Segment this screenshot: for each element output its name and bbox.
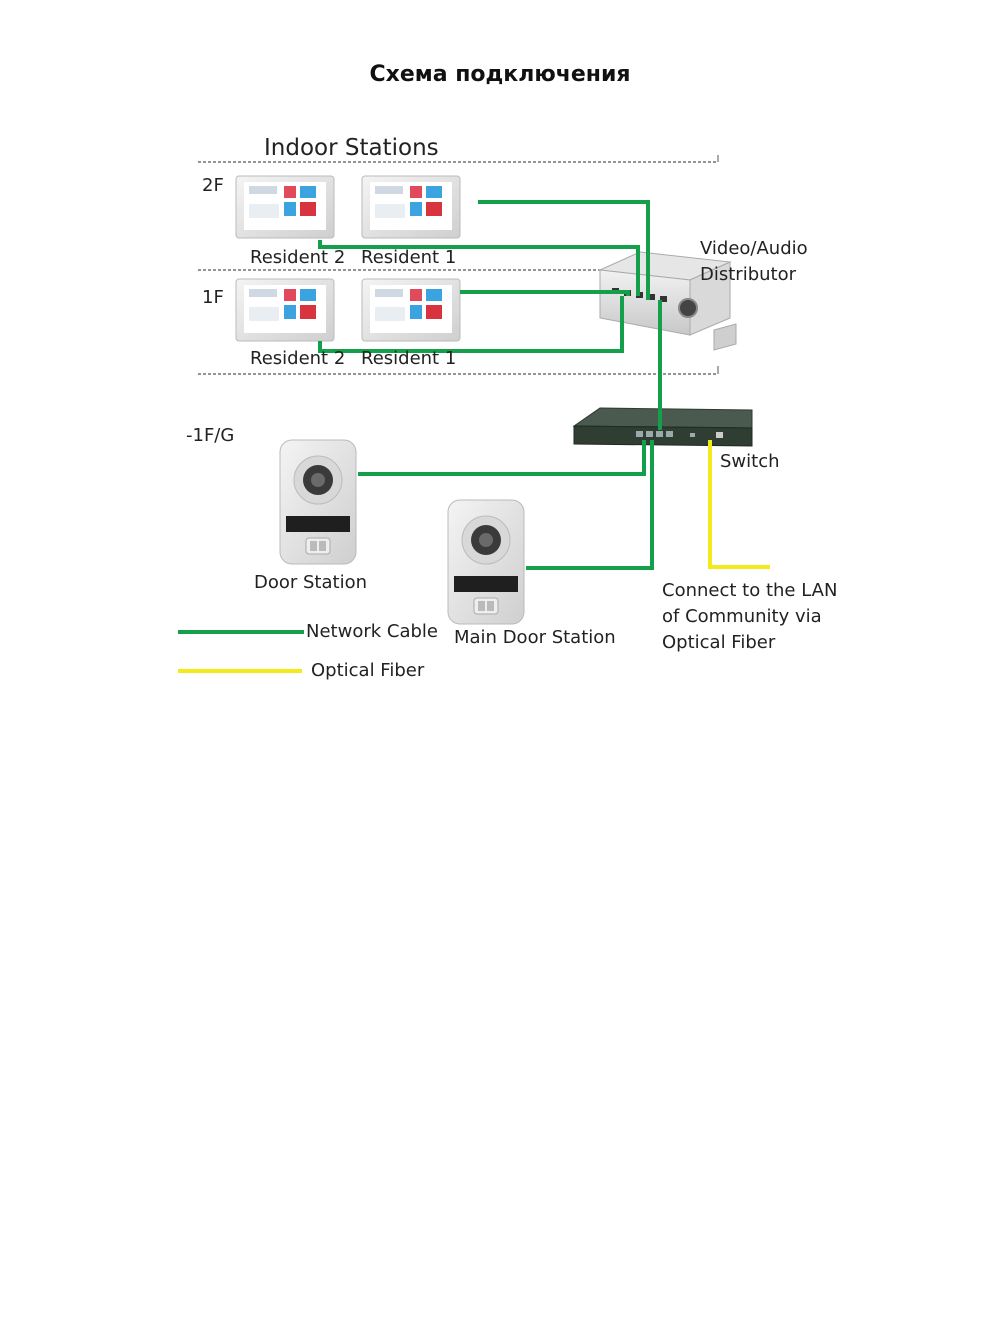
legend-network-cable-label: Network Cable <box>306 621 438 642</box>
main-door-station-label: Main Door Station <box>454 627 616 648</box>
legend-optical-fiber-label: Optical Fiber <box>311 660 425 681</box>
fiber-switch-to-lan <box>708 440 770 569</box>
indoor-station-1f-resident2 <box>235 278 335 342</box>
resident-label-2f-resident1: Resident 1 <box>361 247 457 268</box>
network-switch <box>572 407 753 447</box>
cable-door-station-to-switch <box>358 440 646 476</box>
floor-label-ground: -1F/G <box>186 425 235 446</box>
page-title: Схема подключения <box>369 62 631 87</box>
cable-2f-resident1-to-distributor <box>478 200 650 300</box>
lan-connection-label: Connect to the LAN of Community via Opti… <box>662 580 838 653</box>
indoor-stations-label: Indoor Stations <box>264 135 439 161</box>
floor-label-1f: 1F <box>202 287 224 308</box>
video-audio-distributor <box>598 251 737 351</box>
door-station-device <box>279 439 357 565</box>
indoor-station-2f-resident2 <box>235 175 335 239</box>
resident-label-1f-resident1: Resident 1 <box>361 348 457 369</box>
cable-1f-resident1-to-distributor <box>460 290 630 296</box>
cable-2f-resident2-to-distributor <box>318 240 640 296</box>
cable-main-door-station-to-switch <box>526 440 654 570</box>
resident-label-1f-resident2: Resident 2 <box>250 348 346 369</box>
main-door-station-device <box>447 499 525 625</box>
door-station-label: Door Station <box>254 572 368 593</box>
cable-1f-resident2-to-distributor <box>318 296 624 353</box>
floor-label-2f: 2F <box>202 175 224 196</box>
indoor-station-1f-resident1 <box>361 278 461 342</box>
distributor-label: Video/Audio Distributor <box>700 238 808 285</box>
indoor-station-2f-resident1 <box>361 175 461 239</box>
resident-label-2f-resident2: Resident 2 <box>250 247 346 268</box>
switch-label: Switch <box>720 451 780 472</box>
